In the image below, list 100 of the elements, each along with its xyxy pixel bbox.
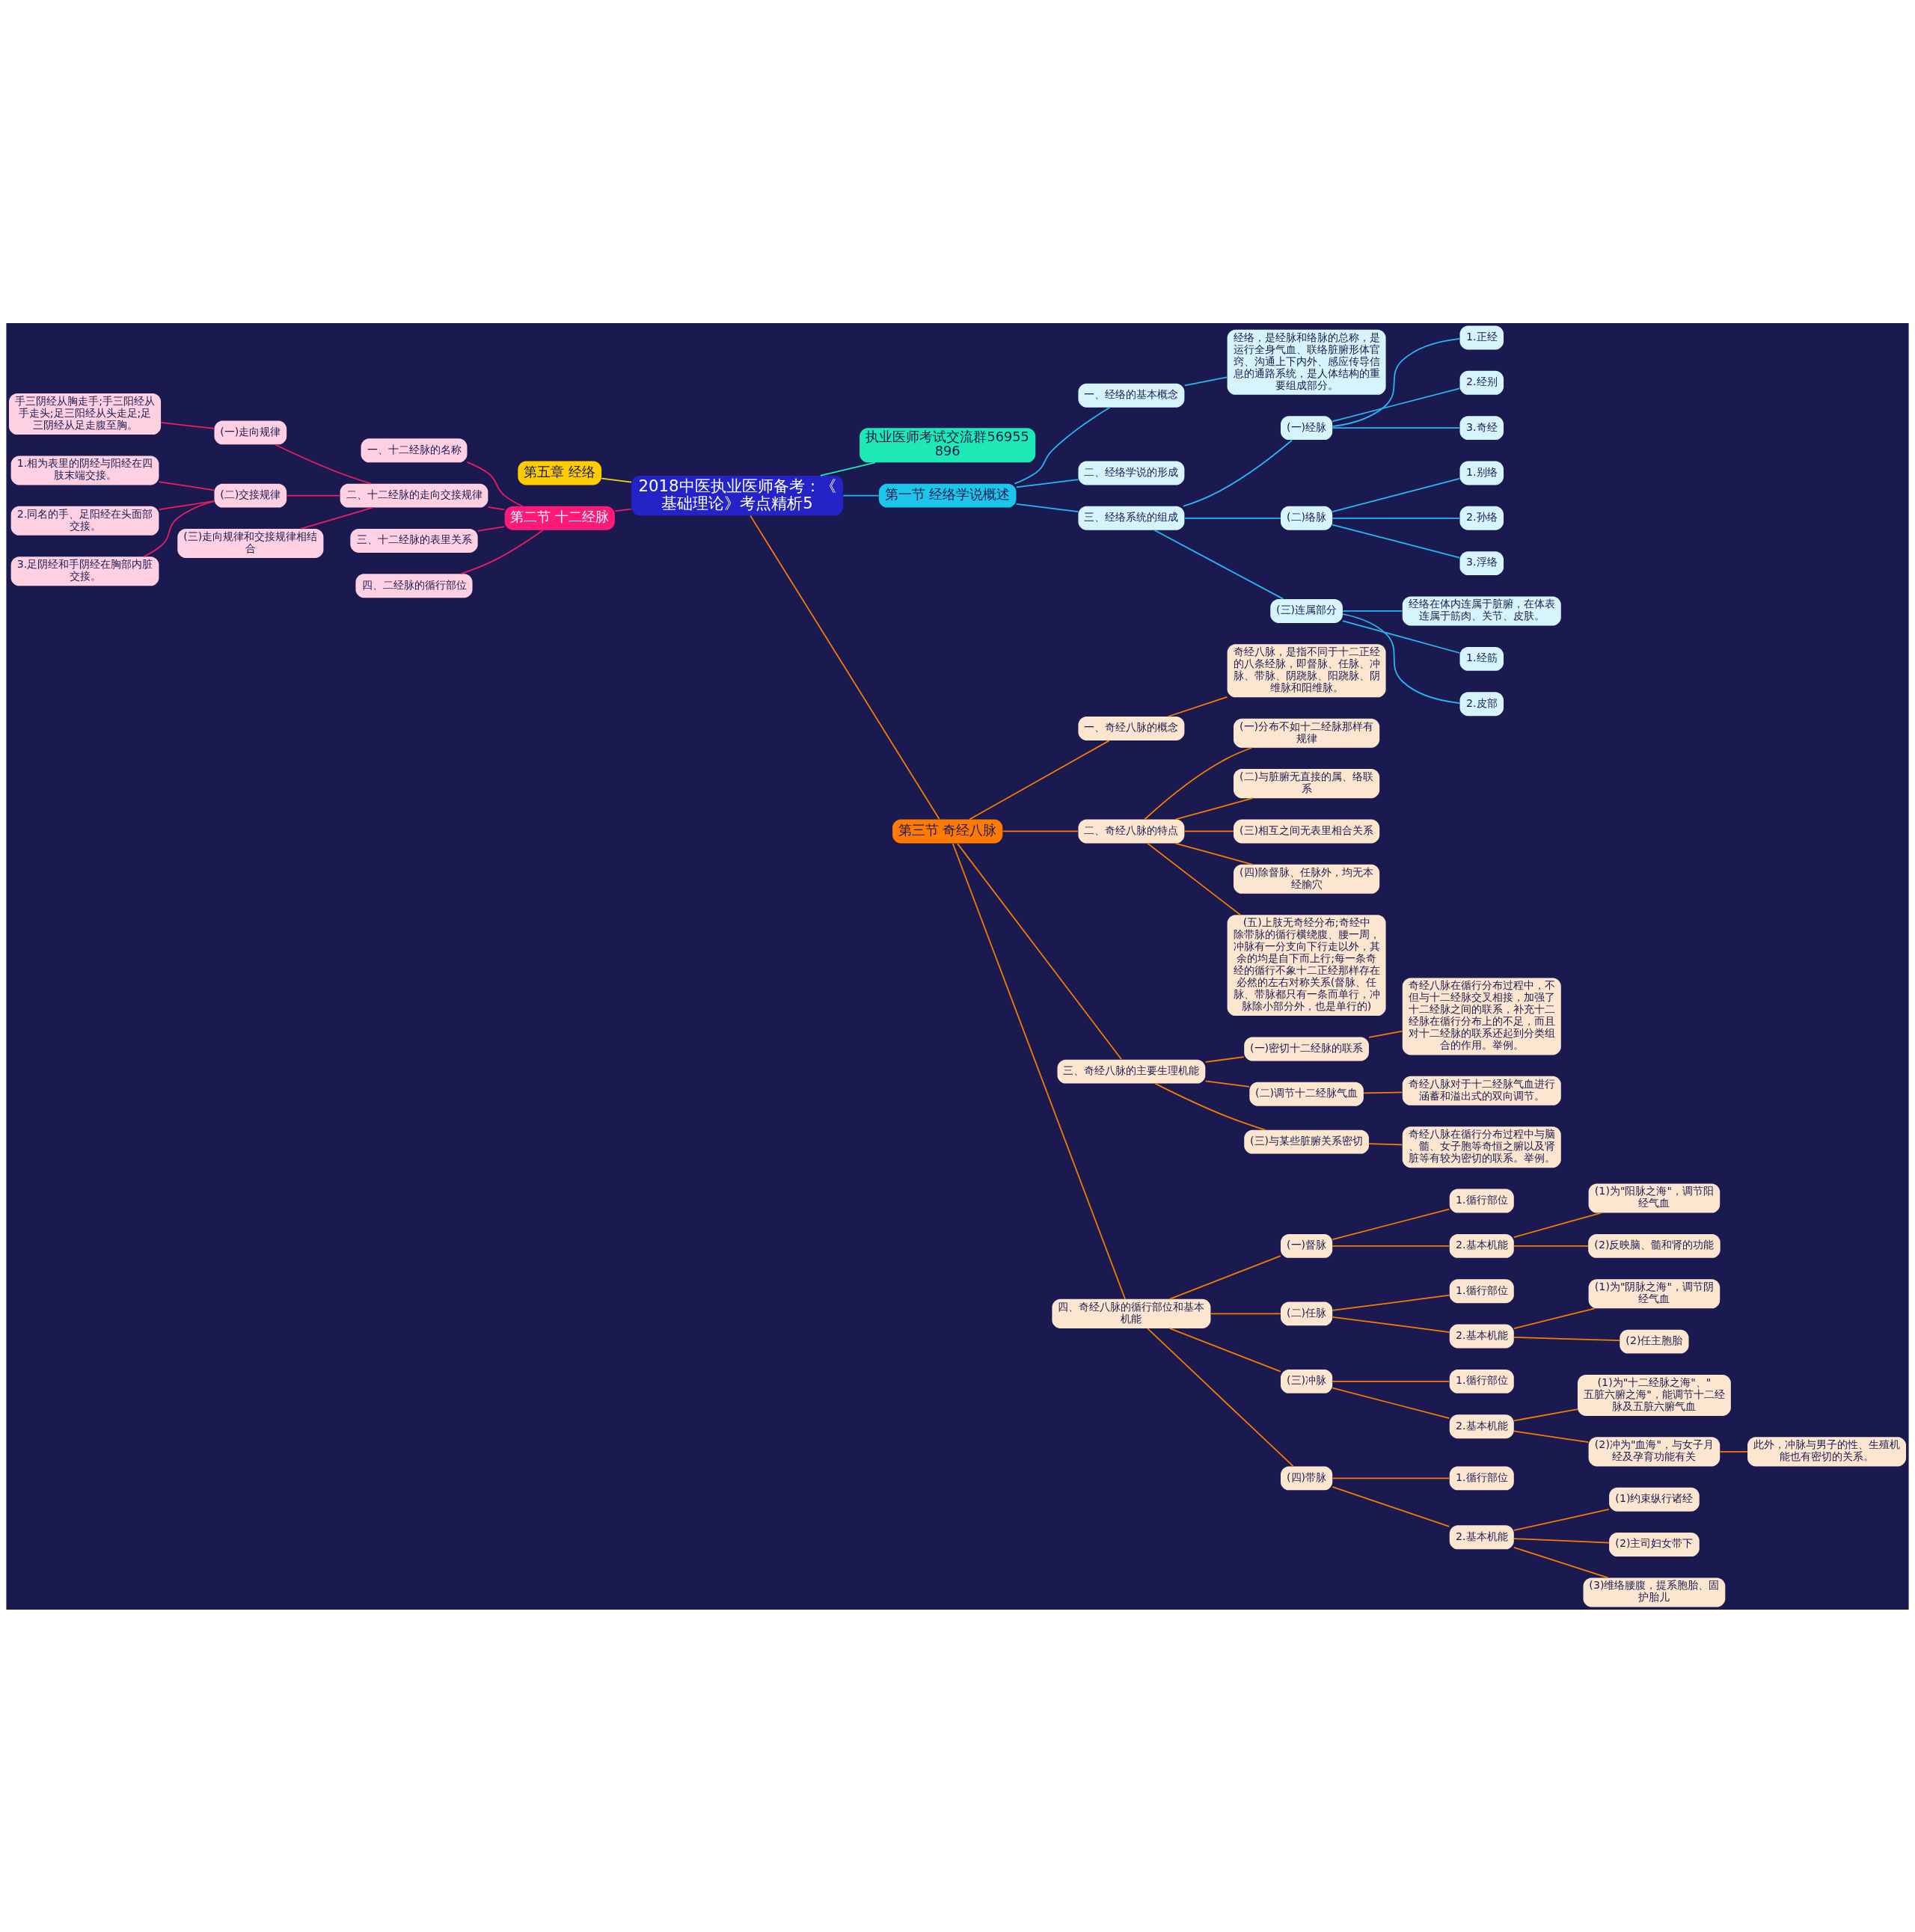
node-box: 2018中医执业医师备考：《基础理论》考点精析5 (631, 475, 843, 515)
connector (1332, 477, 1461, 512)
connector (158, 500, 215, 510)
connector (1368, 1142, 1403, 1145)
connector (1153, 529, 1284, 600)
node-box: (2)冲为"血海"，与女子月经及孕育功能有关 (1588, 1436, 1721, 1466)
node-box: (1)为"十二经脉之海"、"五脏六腑之海"，能调节十二经脉及五脏六腑气血 (1577, 1374, 1731, 1416)
node-box: (一)走向规律 (214, 420, 287, 444)
node-box: 此外，冲脉与男子的性、生殖机能也有密切的关系。 (1747, 1436, 1907, 1466)
connector (1342, 610, 1403, 612)
connector (1332, 1294, 1450, 1311)
node-box: (三)冲脉 (1281, 1369, 1333, 1393)
connector (1332, 1476, 1450, 1479)
connector (160, 421, 215, 429)
connector (1174, 797, 1254, 820)
connector (1332, 1208, 1450, 1240)
connector (300, 506, 374, 530)
connector (1154, 1082, 1266, 1131)
connector (1183, 830, 1234, 832)
node-box: 一、十二经脉的名称 (361, 438, 468, 462)
node-box: 二、奇经八脉的特点 (1078, 819, 1185, 843)
node-box: 1.相为表里的阴经与阳经在四肢末端交接。 (10, 455, 159, 485)
connector (1168, 1254, 1281, 1300)
node-box: (2)任主胞胎 (1620, 1329, 1689, 1354)
connector (1513, 1430, 1590, 1443)
node-box: 2.基本机能 (1449, 1324, 1514, 1348)
node-box: 3.浮络 (1459, 551, 1504, 575)
node-box: 三、奇经八脉的主要生理机能 (1057, 1059, 1206, 1084)
node-box: 1.经筋 (1459, 646, 1504, 671)
node-box: 2.孙络 (1459, 506, 1504, 530)
node-box: (一)督脉 (1281, 1233, 1333, 1258)
connector (1513, 1336, 1620, 1341)
node-box: (一)经脉 (1281, 415, 1333, 440)
connector (842, 494, 880, 496)
node-box: 1.别络 (1459, 461, 1504, 485)
connector (1183, 376, 1228, 386)
connector (969, 739, 1110, 820)
node-box: 2.同名的手、足阳经在头面部交接。 (10, 506, 159, 536)
connector (1002, 830, 1079, 832)
connector (487, 506, 506, 510)
connector (286, 494, 341, 496)
node-box: (五)上肢无奇经分布;奇经中除带脉的循行横绕腹、腰一周，冲脉有一分支向下行走以外，其余的均是自下而上行;每一条奇经的循行不象十二正经那样存在必然的左右对称关系(督脉、任脉、带脉都只有一条而单行，冲脉除小部分外，也是单行的) (1227, 914, 1386, 1016)
connector (459, 529, 544, 574)
connector (952, 842, 1126, 1300)
connector (601, 477, 632, 482)
connector (1332, 426, 1461, 429)
connector (275, 444, 373, 485)
connector (1513, 1508, 1610, 1531)
node-box: (二)与脏腑无直接的属、络联系 (1234, 768, 1380, 798)
node-box: (三)连属部分 (1270, 598, 1343, 623)
connector (750, 515, 940, 820)
connector (1210, 1313, 1281, 1314)
node-box: 1.循行部位 (1449, 1278, 1514, 1303)
connector (466, 461, 524, 507)
node-box: (三)与某些脏腑关系密切 (1244, 1129, 1369, 1154)
connector (158, 480, 215, 491)
connector (1363, 1091, 1403, 1094)
connector (1332, 1387, 1450, 1419)
node-box: (三)相互之间无表里相合关系 (1234, 819, 1380, 843)
connector (1368, 1030, 1403, 1038)
node-box: (四)除督脉、任脉外，均无本经腧穴 (1234, 864, 1380, 894)
node-box: 第五章 经络 (518, 461, 602, 485)
node-box: 2.基本机能 (1449, 1414, 1514, 1438)
node-box: 二、十二经脉的走向交接规律 (340, 483, 488, 508)
connector (1204, 1079, 1250, 1088)
connector (1174, 842, 1254, 865)
node-box: (二)交接规律 (214, 483, 287, 508)
connector (1167, 696, 1228, 717)
node-box: (二)调节十二经脉气血 (1249, 1082, 1364, 1106)
connector (1513, 1307, 1596, 1329)
connector (1015, 478, 1079, 488)
node-box: 经络在体内连属于脏腑，在体表连属于筋肉、关节、皮肤。 (1402, 595, 1561, 625)
connector (957, 842, 1122, 1060)
node-box: 3.奇经 (1459, 415, 1504, 440)
node-box: 1.循行部位 (1449, 1189, 1514, 1213)
connector (1183, 517, 1281, 519)
node-box: 第二节 十二经脉 (504, 506, 615, 530)
connector (1332, 387, 1461, 422)
node-box: 一、奇经八脉的概念 (1078, 716, 1185, 740)
node-box: 2.基本机能 (1449, 1233, 1514, 1258)
node-box: (三)走向规律和交接规律相结合 (177, 528, 324, 558)
node-box: (2)主司妇女带下 (1609, 1532, 1700, 1557)
connector (1144, 746, 1253, 820)
node-box: (四)带脉 (1281, 1465, 1333, 1490)
connector (143, 500, 215, 557)
connector (1513, 1537, 1610, 1543)
node-box: 2.基本机能 (1449, 1524, 1514, 1549)
node-box: 四、二经脉的循行部位 (355, 573, 473, 598)
node-box: 手三阴经从胸走手;手三阳经从手走头;足三阳经从头走足;足三阴经从足走腹至胸。 (8, 393, 162, 435)
connector (1014, 406, 1111, 484)
node-box: 二、经络学说的形成 (1078, 461, 1185, 485)
node-box: 奇经八脉对于十二经脉气血进行涵蓄和溢出式的双向调节。 (1402, 1076, 1561, 1105)
node-box: 四、奇经八脉的循行部位和基本机能 (1052, 1298, 1211, 1328)
node-box: 奇经八脉，是指不同于十二正经的八条经脉，即督脉、任脉、冲脉、带脉、阴跷脉、阳跷脉、阴维脉和阳维脉。 (1227, 643, 1386, 697)
connector (1513, 1546, 1609, 1578)
connector (477, 525, 506, 532)
node-box: 2.皮部 (1459, 691, 1504, 716)
node-box: (3)维络腰腹，提系胞胎、固护胎儿 (1583, 1577, 1726, 1607)
node-box: (二)任脉 (1281, 1301, 1333, 1325)
connector (1204, 1055, 1245, 1063)
